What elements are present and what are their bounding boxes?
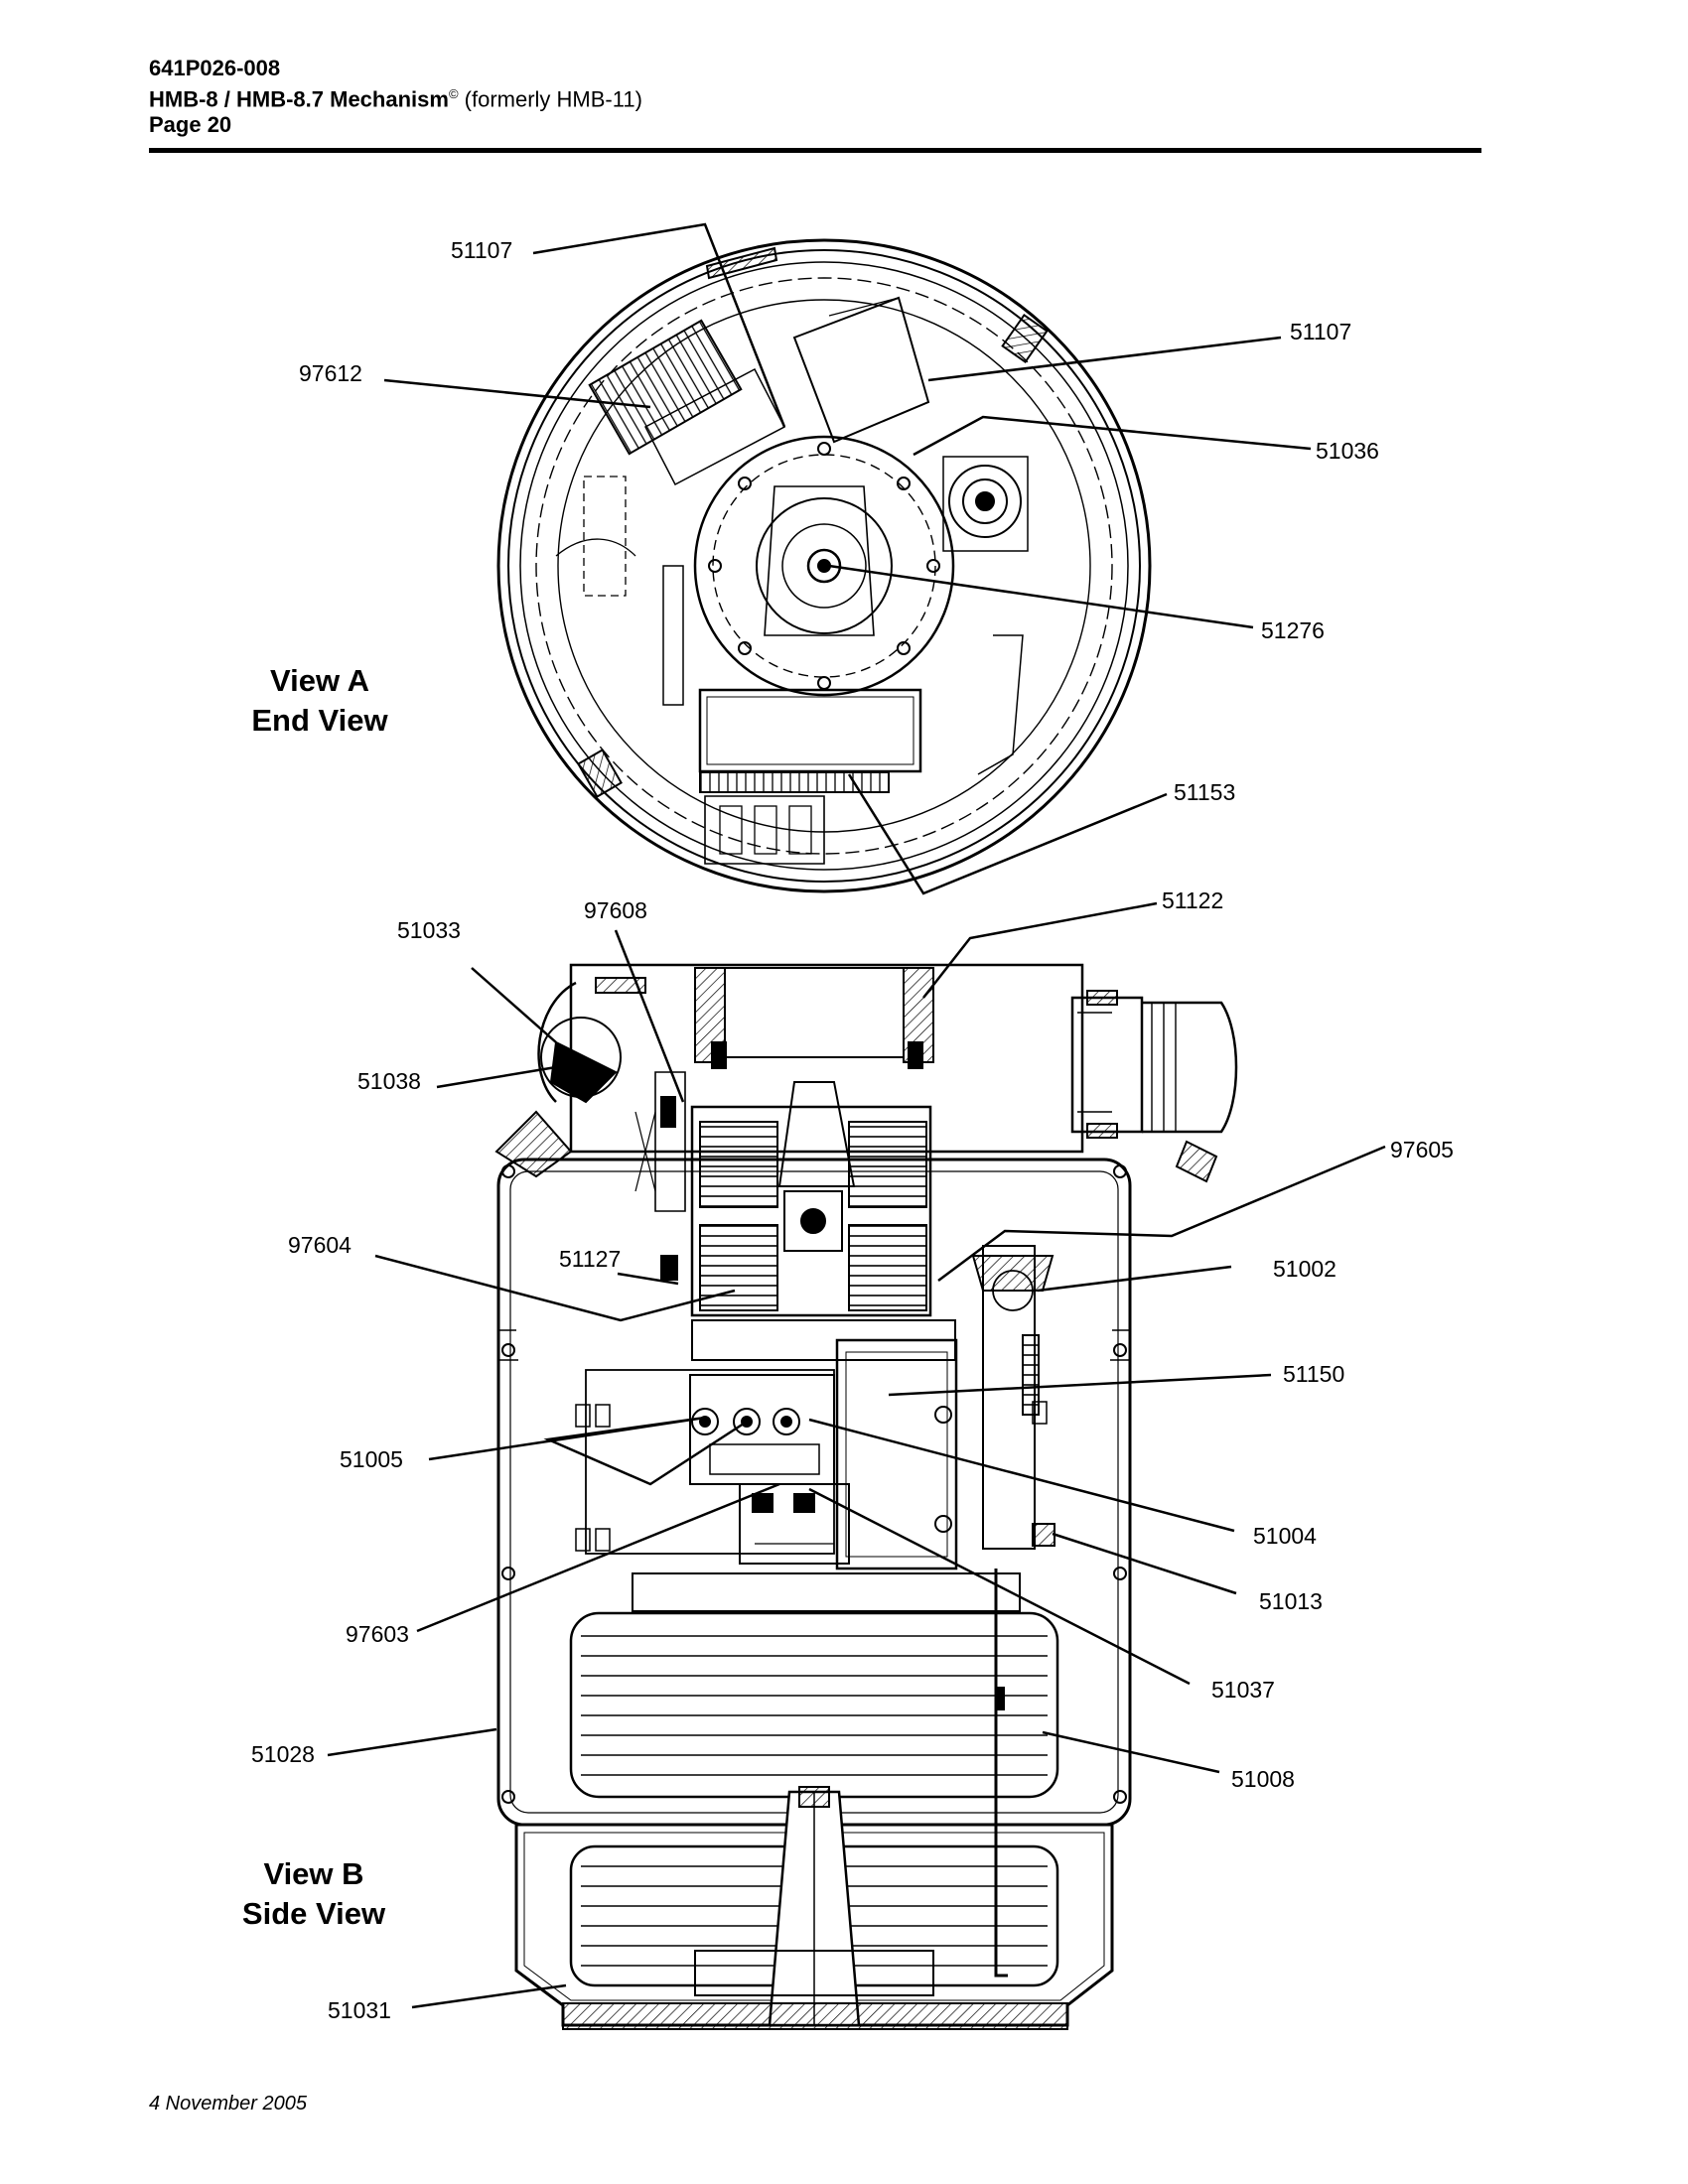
callout-label: 51013 [1259, 1588, 1323, 1614]
callout-label: 51122 [1162, 887, 1223, 913]
view-b-title: View B [263, 1856, 363, 1891]
callout-label: 51002 [1273, 1256, 1336, 1282]
title-text: HMB-8 / HMB-8.7 Mechanism [149, 86, 449, 112]
callout-label: 97603 [346, 1621, 409, 1647]
callout-label: 51127 [559, 1246, 621, 1272]
footer-date: 4 November 2005 [149, 2093, 307, 2115]
callout-leaders [327, 222, 1386, 2009]
callout-label: 51150 [1283, 1361, 1344, 1387]
callout-label: 51004 [1253, 1523, 1317, 1549]
doc-title: HMB-8 / HMB-8.7 Mechanism© (formerly HMB… [149, 81, 1489, 112]
copyright-mark: © [448, 86, 459, 101]
callout-label: 97608 [584, 897, 647, 923]
title-note: (formerly HMB-11) [458, 86, 642, 112]
callout-label: 51036 [1316, 438, 1379, 464]
page-header: 641P026-008 HMB-8 / HMB-8.7 Mechanism© (… [149, 56, 1489, 138]
callout-label: 51033 [397, 917, 461, 943]
callout-label: 51107 [451, 237, 512, 263]
callout-labels: 51107 51107 97612 51036 51276 51153 5112… [251, 237, 1454, 2023]
view-a-title: View A [270, 663, 369, 698]
end-view-drawing [496, 238, 1152, 893]
header-rule [149, 148, 1481, 153]
view-a-subtitle: End View [251, 703, 388, 738]
callout-label: 51031 [328, 1997, 391, 2023]
callout-label: 97605 [1390, 1137, 1454, 1162]
callout-label: 97612 [299, 360, 362, 386]
doc-number: 641P026-008 [149, 56, 281, 80]
callout-label: 51005 [340, 1446, 403, 1472]
callout-label: 51038 [357, 1068, 421, 1094]
callout-label: 51153 [1174, 779, 1235, 805]
side-view-drawing [494, 963, 1238, 2030]
callout-label: 97604 [288, 1232, 352, 1258]
callout-label: 51037 [1211, 1677, 1275, 1703]
view-b-subtitle: Side View [242, 1896, 386, 1931]
callout-label: 51028 [251, 1741, 315, 1767]
callout-label: 51008 [1231, 1766, 1295, 1792]
callout-label: 51276 [1261, 617, 1325, 643]
page-number: Page 20 [149, 112, 232, 138]
callout-label: 51107 [1290, 319, 1351, 344]
